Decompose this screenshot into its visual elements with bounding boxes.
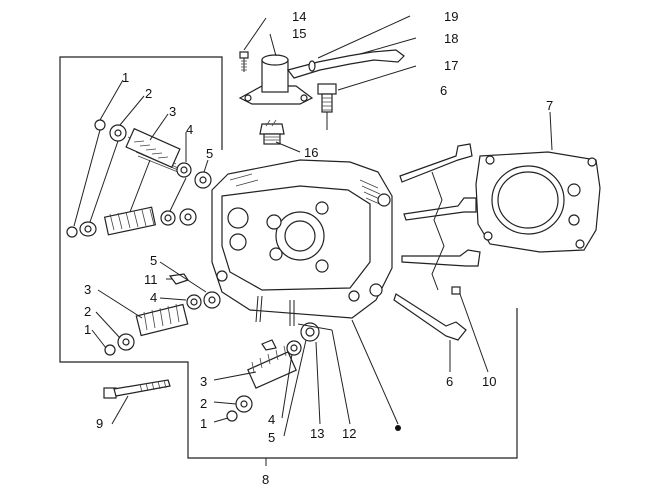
callout-6-top: 6 [440,83,447,98]
callout-4-mid: 4 [150,290,157,305]
callout-14: 14 [292,9,306,24]
callout-9: 9 [96,416,103,431]
head-gasket [475,111,601,253]
callout-8: 8 [262,472,269,487]
callout-6-bottom: 6 [446,374,453,389]
lower-center-parts [226,322,401,431]
callout-2-upper: 2 [145,86,152,101]
callout-4-lower: 4 [268,412,275,427]
top-parts [238,49,405,145]
cylinder-head [211,159,393,326]
callout-3-mid: 3 [84,282,91,297]
callout-17: 17 [444,58,458,73]
callout-1-lower: 1 [200,416,207,431]
callout-5-mid: 5 [150,253,157,268]
callout-1-upper: 1 [122,70,129,85]
callout-10: 10 [482,374,496,389]
callout-5-upper: 5 [206,146,213,161]
lower-center-leaders [213,319,399,466]
lower-left-leaders [91,261,207,425]
lower-left-parts [103,273,221,399]
callout-4-upper: 4 [186,122,193,137]
callout-13: 13 [310,426,324,441]
left-group-frame [59,56,518,459]
callout-15: 15 [292,26,306,41]
upper-left-leaders [73,79,209,227]
callout-12: 12 [342,426,356,441]
upper-spring-group [66,119,212,238]
callout-18: 18 [444,31,458,46]
callout-2-lower: 2 [200,396,207,411]
callout-19: 19 [444,9,458,24]
callout-11: 11 [144,272,158,287]
callout-2-mid: 2 [84,304,91,319]
callout-3-lower: 3 [200,374,207,389]
callout-5-lower: 5 [268,430,275,445]
pin-part [451,286,461,295]
callout-7: 7 [546,98,553,113]
callout-16: 16 [304,145,318,160]
callout-labels: 1 2 3 4 5 14 15 19 18 17 6 16 7 5 11 4 3… [84,9,553,487]
callout-3-upper: 3 [169,104,176,119]
valves [393,143,481,341]
callout-1-mid: 1 [84,322,91,337]
top-leaders [243,15,417,153]
